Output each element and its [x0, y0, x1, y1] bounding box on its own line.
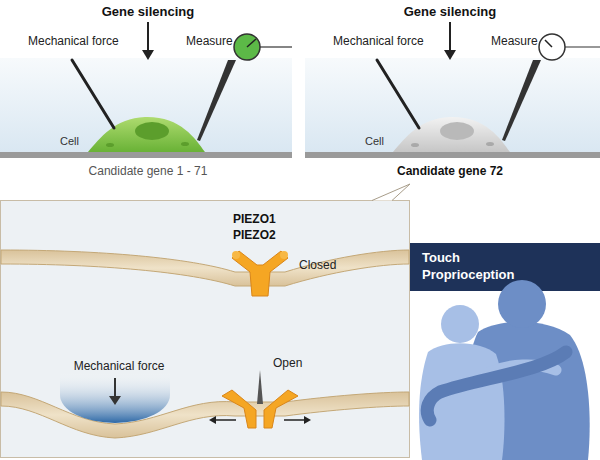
node-label: Open [273, 355, 323, 371]
organelle [486, 142, 494, 146]
channel-blade [280, 251, 288, 259]
node-label: Measure [491, 33, 551, 49]
node-label: Touch Proprioception [422, 249, 532, 283]
callout-pointer [372, 184, 410, 201]
node-label: Candidate gene 1 - 71 [38, 163, 258, 179]
force-probe [72, 60, 114, 128]
node-label: PIEZO1 PIEZO2 [233, 211, 289, 243]
child-head [441, 305, 479, 343]
gauge-needle [247, 39, 256, 47]
adult-arm [427, 352, 566, 420]
force-arrow [114, 378, 116, 398]
arrow-head [142, 50, 154, 60]
gauge-wire [260, 46, 292, 47]
outcome-header: Touch Proprioception [410, 243, 600, 291]
arrow-head [444, 50, 456, 60]
dish-background [305, 58, 600, 153]
node-label: Cell [365, 134, 405, 149]
force-probe [377, 60, 419, 128]
experiment-scene [0, 22, 292, 158]
opening-arrow [214, 419, 236, 421]
arrow-shaft [449, 22, 451, 52]
dish-background [0, 58, 292, 153]
node-label: Candidate gene 72 [340, 163, 560, 179]
experiment-scene [305, 22, 600, 158]
node-label: Mechanical force [44, 358, 194, 374]
hug-illustration [410, 280, 600, 460]
cell-body [393, 117, 510, 152]
gauge [539, 34, 565, 60]
organelle [411, 143, 419, 147]
dish-base [0, 152, 292, 158]
cell-nucleus [440, 122, 474, 140]
cell-nucleus [135, 122, 169, 140]
node-label: Closed [299, 257, 359, 273]
organelle [181, 142, 189, 146]
pipette [197, 60, 236, 141]
channel-blade [232, 251, 240, 259]
node-label: Cell [60, 134, 100, 149]
node-label: Measure [186, 33, 246, 49]
gauge-wire [565, 46, 600, 47]
force-arrowhead [109, 396, 121, 405]
node-label: Gene silencing [73, 3, 223, 20]
opening-arrow [284, 419, 306, 421]
gauge-needle [545, 40, 552, 47]
cell-body [88, 117, 205, 152]
arrow-shaft [147, 22, 149, 52]
node-label: Mechanical force [28, 33, 148, 49]
gauge [234, 34, 260, 60]
adult-head [498, 280, 546, 328]
node-label: Mechanical force [333, 33, 453, 49]
pipette [502, 60, 541, 141]
dish-base [305, 152, 600, 158]
node-label: Gene silencing [375, 3, 525, 20]
organelle [106, 143, 114, 147]
